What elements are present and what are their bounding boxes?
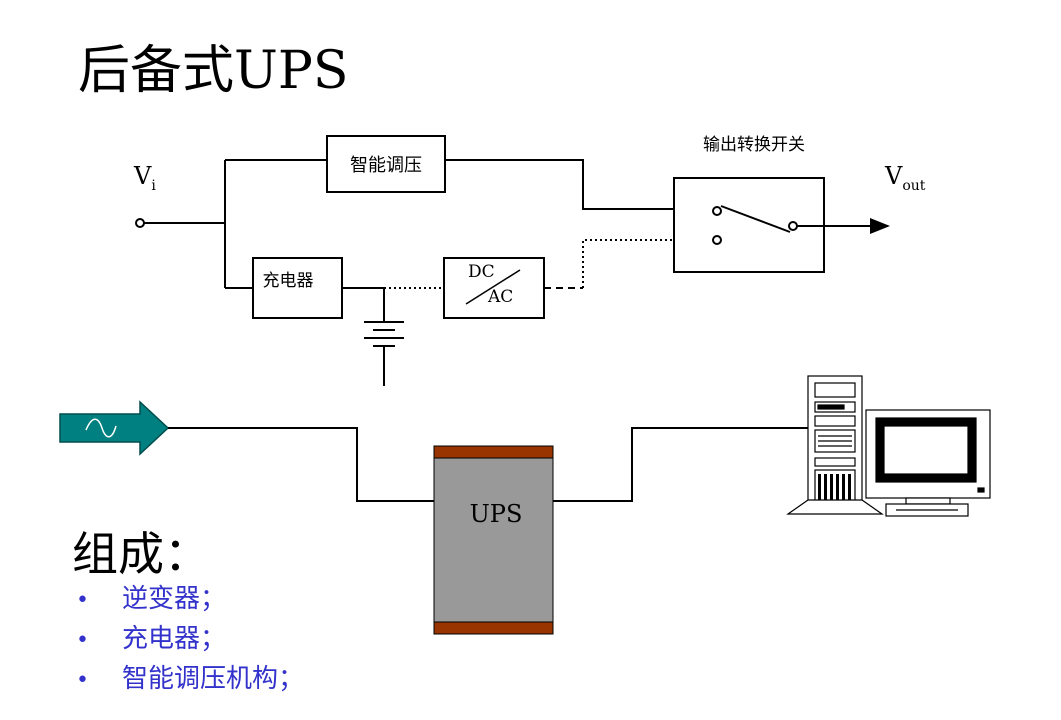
output-voltage-label: Vout [884, 162, 926, 194]
list-item: • 智能调压机构； [76, 660, 304, 700]
regulator-label: 智能调压 [350, 155, 422, 176]
ups-label: UPS [470, 500, 523, 528]
input-terminal [135, 218, 145, 228]
switch-label: 输出转换开关 [703, 135, 805, 155]
regulator-box [326, 135, 446, 193]
list-item: • 逆变器； [76, 580, 304, 620]
computer-tower-icon [786, 375, 884, 515]
switch-blade [720, 205, 791, 233]
charger-label: 充电器 [263, 271, 314, 291]
inverter-box [443, 257, 545, 319]
composition-heading: 组成： [72, 527, 210, 581]
monitor-icon [865, 409, 991, 517]
list-item-text: 智能调压机构； [122, 664, 305, 694]
switch-contact-b [712, 235, 722, 245]
switch-common-contact [788, 221, 798, 231]
switch-contact-a [712, 206, 722, 216]
list-item: • 充电器； [76, 620, 304, 660]
bullet-icon: • [76, 628, 89, 653]
ups-input-wire [168, 427, 434, 502]
inverter-slash [465, 269, 521, 305]
list-item-text: 充电器； [122, 624, 227, 654]
ups-output-wire [553, 427, 808, 502]
inverter-out-wire-dotted [582, 232, 714, 288]
ups-cabinet [433, 445, 554, 635]
battery-icon [364, 321, 404, 386]
bullet-icon: • [76, 588, 89, 613]
inverter-ac-label: AC [487, 287, 513, 307]
input-voltage-label: Vi [133, 162, 156, 194]
page-title: 后备式UPS [78, 41, 349, 101]
inverter-dc-label: DC [468, 262, 495, 282]
charger-box [252, 257, 343, 319]
composition-list: • 逆变器； • 充电器； • 智能调压机构； [76, 580, 304, 700]
regulator-out-wire [445, 159, 714, 217]
bullet-icon: • [76, 668, 89, 693]
ac-input-arrow-icon [59, 400, 170, 456]
list-item-text: 逆变器； [122, 584, 227, 614]
